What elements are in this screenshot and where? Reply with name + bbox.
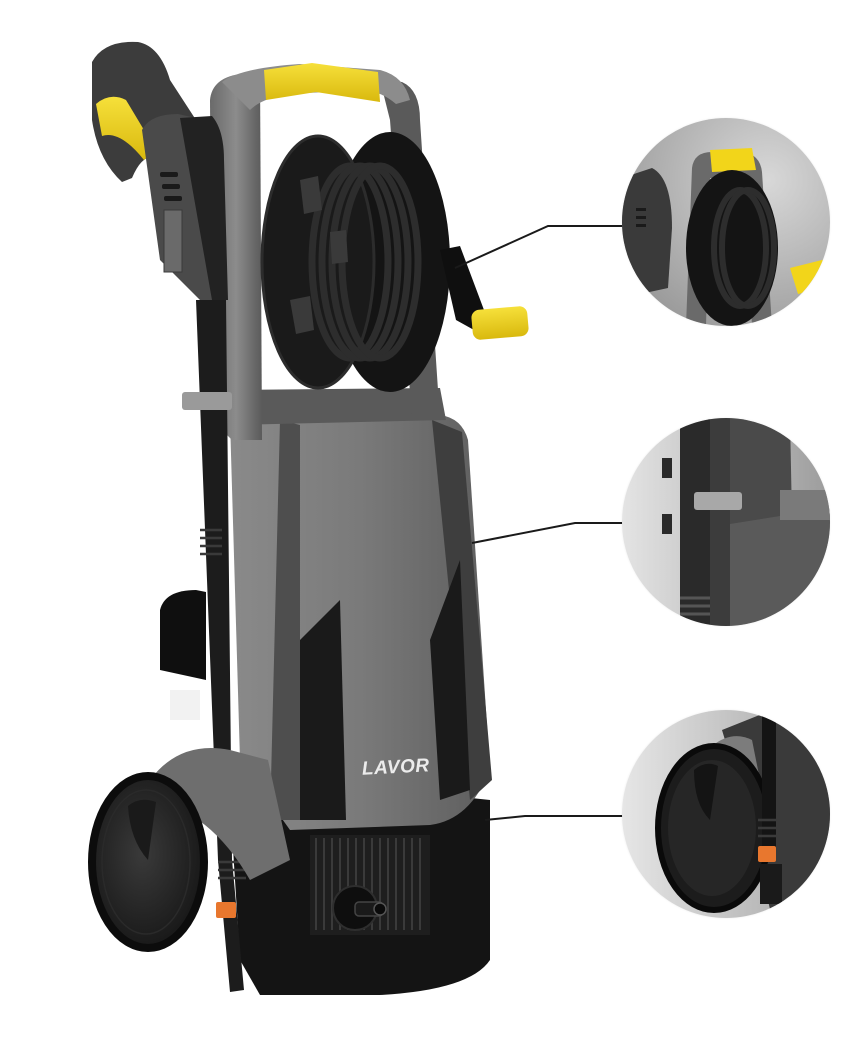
gun-handle-yellow-insert — [96, 96, 156, 160]
hose-reel — [260, 132, 529, 392]
housing-front-edge — [270, 420, 300, 820]
housing-vent-left — [300, 600, 346, 820]
wheel-arch — [150, 748, 290, 880]
lance-holder-detail-image — [622, 418, 830, 626]
hose-orange-tag — [216, 902, 236, 918]
detergent-tank-cap — [170, 690, 200, 720]
leader-line-reel — [454, 225, 624, 269]
housing-top-cap — [230, 388, 446, 425]
carry-handle-yellow-grip — [264, 63, 380, 102]
chassis-base — [230, 780, 490, 995]
spray-gun — [92, 41, 246, 992]
gun-label-plate — [163, 209, 183, 273]
hose-coupling-ribs — [200, 528, 222, 556]
rear-wheel — [88, 748, 290, 952]
reel-crank-arm — [440, 246, 484, 330]
leader-line-wheel — [484, 815, 624, 821]
lance-tube — [196, 300, 244, 992]
callout-wheel — [622, 710, 830, 918]
hose-reel-detail-image — [622, 118, 830, 326]
accessory-holder — [160, 590, 206, 680]
water-inlet-connector — [332, 885, 387, 931]
reel-crank-handle — [471, 306, 529, 340]
lance-holder-clip — [182, 392, 232, 410]
callout-lance-holder — [622, 418, 830, 626]
wheel-detail-image — [622, 710, 830, 918]
leader-line-holder — [471, 522, 624, 544]
callout-hose-reel — [622, 118, 830, 326]
housing-vent-right — [430, 560, 470, 800]
